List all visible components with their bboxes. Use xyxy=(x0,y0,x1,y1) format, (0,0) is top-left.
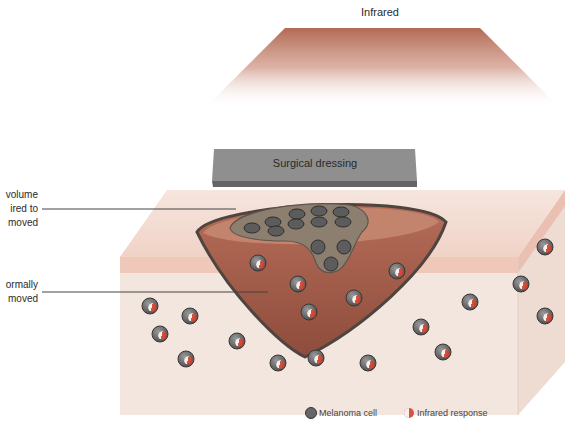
dressing-top xyxy=(212,149,417,181)
dressing-edge xyxy=(212,181,417,187)
tumour-cell xyxy=(311,217,327,227)
melanoma-cells xyxy=(142,239,553,371)
melanoma-cell xyxy=(178,351,194,367)
node-label: Infrared xyxy=(195,6,565,18)
melanoma-cell xyxy=(346,290,362,306)
infrared-beam xyxy=(205,28,560,108)
melanoma-cell xyxy=(182,308,198,324)
callout-label: volume ired to moved xyxy=(0,188,38,230)
melanoma-cell xyxy=(537,239,553,255)
melanoma-cell xyxy=(301,304,317,320)
melanoma-cell xyxy=(290,276,306,292)
melanoma-cell xyxy=(435,344,451,360)
melanoma-cell xyxy=(229,333,245,349)
infrared-source: Infrared xyxy=(195,6,565,110)
melanoma-cell xyxy=(537,308,553,324)
tumour-cell xyxy=(244,223,260,233)
legend-label: Infrared response xyxy=(417,406,488,420)
melanoma-cell xyxy=(152,326,168,342)
tumour-cell xyxy=(288,219,304,229)
callout-label: ormally moved xyxy=(0,278,38,306)
tumour-cell xyxy=(324,257,338,271)
tumour-cell xyxy=(311,206,327,216)
tumour-cell xyxy=(268,226,284,236)
excision-volume xyxy=(197,205,446,357)
melanoma-cell xyxy=(360,355,376,371)
melanoma-cell xyxy=(308,350,324,366)
node-label: Surgical dressing xyxy=(212,157,418,169)
node-shape xyxy=(195,6,565,110)
melanoma-cell xyxy=(413,319,429,335)
melanoma-cell xyxy=(462,294,478,310)
legend-label: Melanoma cell xyxy=(319,406,377,420)
legend-swatch xyxy=(402,406,416,420)
melanoma-cell xyxy=(250,255,266,271)
tumour-cell xyxy=(265,217,281,227)
top-face xyxy=(120,190,565,257)
tumour-cell xyxy=(333,207,349,217)
tumour-cells xyxy=(244,206,351,271)
tumour-cell xyxy=(311,240,325,254)
tumour-cell xyxy=(335,217,351,227)
dressing-box: Surgical dressing xyxy=(212,148,418,188)
tumour-mass xyxy=(230,204,368,273)
tumour-cell xyxy=(289,209,305,219)
leader-line xyxy=(42,292,268,293)
melanoma-cell xyxy=(389,263,405,279)
melanoma-cell xyxy=(142,298,158,314)
leader-line xyxy=(42,209,236,210)
melanoma-cell xyxy=(270,355,286,371)
legend-swatch xyxy=(304,406,318,420)
melanoma-cell xyxy=(513,276,529,292)
tumour-cell xyxy=(337,240,351,254)
